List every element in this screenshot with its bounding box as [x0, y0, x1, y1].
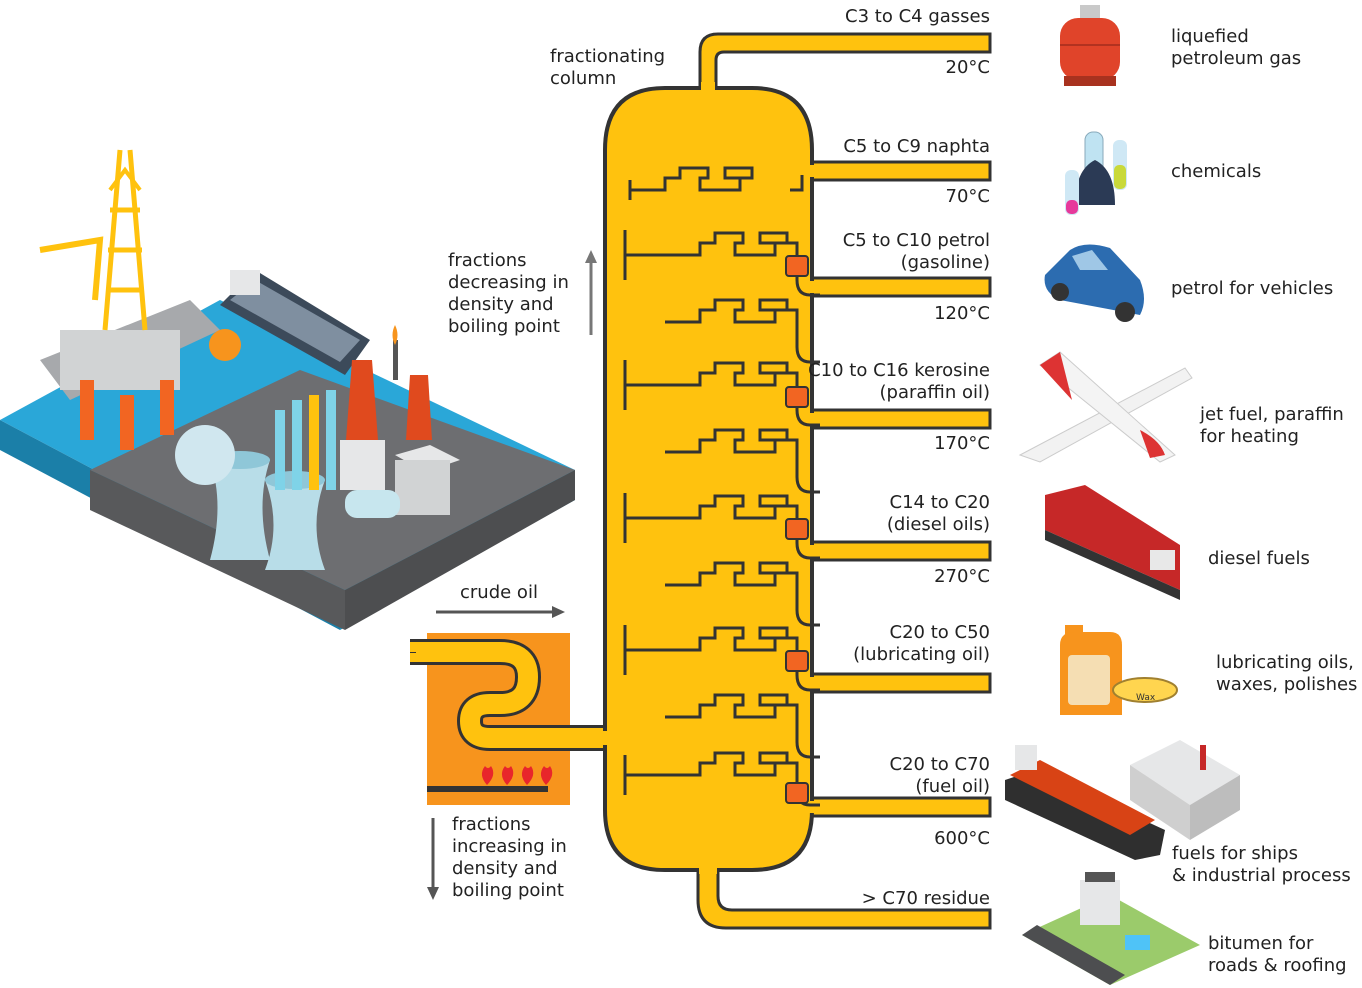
- fraction-temp: 120°C: [934, 303, 990, 324]
- fractions-decreasing-line-1: fractions: [448, 250, 527, 271]
- fraction-temp: 270°C: [934, 566, 990, 587]
- product-use-label: jet fuel, paraffin for heating: [1200, 404, 1344, 448]
- oil-refinery-platform-icon: [0, 149, 575, 630]
- product-use-label: petrol for vehicles: [1171, 278, 1334, 299]
- column-label: fractionating column: [550, 46, 665, 90]
- fraction-label: C5 to C10 petrol (gasoline): [843, 230, 990, 274]
- fractions-decreasing-line-3: density and: [448, 294, 554, 315]
- fraction-label: > C70 residue: [861, 888, 990, 909]
- product-use-label: fuels for ships & industrial process: [1172, 843, 1351, 887]
- fraction-label: C10 to C16 kerosine (paraffin oil): [808, 360, 990, 404]
- product-use-label: chemicals: [1171, 161, 1262, 182]
- fraction-label: C20 to C50 (lubricating oil): [853, 622, 990, 666]
- product-use-line-2: for heating: [1200, 426, 1299, 447]
- fraction-label-line-1: C10 to C16 kerosine: [808, 360, 990, 381]
- product-use-label: liquefied petroleum gas: [1171, 26, 1301, 70]
- product-use-line-2: petroleum gas: [1171, 48, 1302, 69]
- product-use-line-1: liquefied: [1171, 26, 1249, 47]
- furnace: [410, 633, 605, 805]
- fraction-temp: 70°C: [945, 186, 990, 207]
- arrow-down-icon: [427, 818, 439, 900]
- fraction-label-line-2: (diesel oils): [886, 514, 990, 535]
- locomotive-icon: [1045, 485, 1180, 600]
- fraction-label-line-1: C14 to C20: [889, 492, 990, 513]
- fraction-label-line-2: (lubricating oil): [853, 644, 990, 665]
- fractions-increasing-label: fractions increasing in density and boil…: [452, 814, 567, 902]
- product-use-line-1: lubricating oils,: [1216, 652, 1354, 673]
- fraction-label-line-1: C5 to C10 petrol: [842, 230, 990, 251]
- fractions-increasing-line-2: increasing in: [452, 836, 567, 857]
- fraction-temp: 170°C: [934, 433, 990, 454]
- fraction-label-line-2: (fuel oil): [915, 776, 990, 797]
- fractions-increasing-line-1: fractions: [452, 814, 531, 835]
- fractions-increasing-line-4: boiling point: [452, 880, 564, 901]
- fractions-decreasing-line-4: boiling point: [448, 316, 560, 337]
- fraction-label-line-2: (paraffin oil): [879, 382, 990, 403]
- column-label-line-2: column: [550, 68, 617, 89]
- fraction-label: C20 to C70 (fuel oil): [890, 754, 990, 798]
- product-use-line-1: bitumen for: [1208, 933, 1314, 954]
- test-tubes-icon: [1065, 131, 1127, 215]
- fraction-temp: 20°C: [945, 57, 990, 78]
- wax-label: Wax: [1136, 693, 1156, 703]
- fractionating-column: [600, 82, 815, 874]
- car-icon: [1044, 244, 1144, 322]
- product-use-label: diesel fuels: [1208, 548, 1310, 569]
- airplane-icon: [1018, 351, 1193, 463]
- product-use-line-1: jet fuel, paraffin: [1200, 404, 1344, 425]
- fractions-decreasing-line-2: decreasing in: [448, 272, 569, 293]
- fraction-label-line-1: C20 to C70: [889, 754, 990, 775]
- oil-can-icon: Wax: [1060, 625, 1178, 715]
- arrow-up-icon: [585, 250, 597, 335]
- crude-oil-label: crude oil: [460, 582, 538, 603]
- arrow-right-icon: [436, 606, 565, 618]
- product-use-line-2: waxes, polishes: [1216, 674, 1358, 695]
- product-use-label: bitumen for roads & roofing: [1208, 933, 1347, 977]
- flame-icon: [481, 766, 553, 785]
- collectors: [785, 255, 809, 804]
- fractions-increasing-line-3: density and: [452, 858, 558, 879]
- product-use-label: lubricating oils, waxes, polishes: [1216, 652, 1357, 696]
- product-use-line-2: & industrial process: [1172, 865, 1351, 886]
- ship-factory-icon: [1005, 740, 1240, 860]
- fraction-label: C5 to C9 naphta: [843, 136, 990, 157]
- fraction-label: C3 to C4 gasses: [845, 6, 990, 27]
- product-use-line-1: fuels for ships: [1172, 843, 1298, 864]
- fraction-temp: 600°C: [934, 828, 990, 849]
- gas-cylinder-icon: [1060, 5, 1120, 86]
- fraction-label-line-2: (gasoline): [900, 252, 990, 273]
- product-use-line-2: roads & roofing: [1208, 955, 1347, 976]
- fraction-label-line-1: C20 to C50: [889, 622, 990, 643]
- house-road-icon: [1022, 872, 1200, 985]
- fraction-label: C14 to C20 (diesel oils): [887, 492, 990, 536]
- fractions-decreasing-label: fractions decreasing in density and boil…: [448, 250, 569, 338]
- column-label-line-1: fractionating: [550, 46, 666, 67]
